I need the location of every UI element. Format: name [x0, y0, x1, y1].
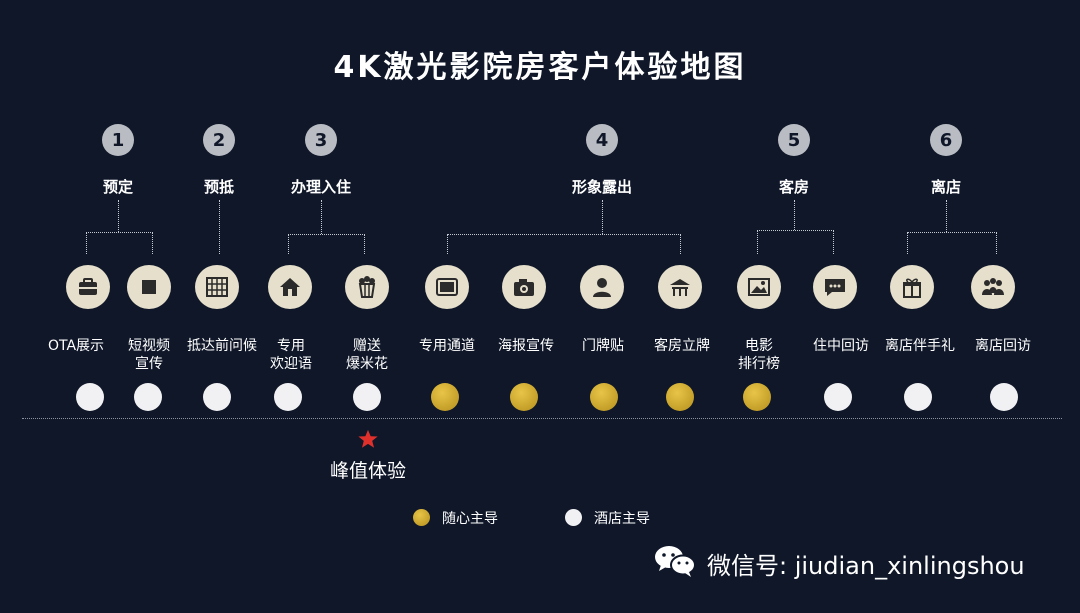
touchpoint-label: 住中回访 — [813, 338, 869, 354]
briefcase-icon — [66, 265, 110, 309]
touchpoint-label: 离店伴手礼 — [885, 338, 955, 354]
connector — [219, 200, 220, 254]
timeline-divider — [22, 418, 1062, 419]
brand-led-dot — [666, 383, 694, 411]
touchpoint-label: 客房立牌 — [654, 338, 710, 354]
touchpoint-label: 赠送 爆米花 — [346, 338, 388, 372]
legend-brand-label: 随心主导 — [442, 511, 498, 527]
touchpoint-label: 电影 排行榜 — [738, 338, 780, 372]
grid-icon — [195, 265, 239, 309]
touchpoint-label: OTA展示 — [47, 338, 105, 354]
touchpoint-label: 海报宣传 — [498, 338, 554, 354]
peak-experience-label: 峰值体验 — [329, 460, 407, 482]
pavilion-icon — [658, 265, 702, 309]
stage-3-label: 办理入住 — [290, 178, 352, 196]
hotel-led-dot — [824, 383, 852, 411]
stage-4-badge: 4 — [586, 124, 618, 156]
gift-icon — [890, 265, 934, 309]
square-icon — [127, 265, 171, 309]
brand-led-dot — [510, 383, 538, 411]
stage-3-badge: 3 — [305, 124, 337, 156]
connector — [321, 200, 322, 234]
stage-6-badge: 6 — [930, 124, 962, 156]
hotel-led-dot — [76, 383, 104, 411]
stage-1-label: 预定 — [102, 178, 134, 196]
group-icon — [971, 265, 1015, 309]
connector — [447, 234, 681, 235]
watermark: 微信号: jiudian_xinlingshou — [653, 544, 1025, 582]
connector — [86, 232, 87, 254]
stage-5-label: 客房 — [778, 178, 810, 196]
connector — [447, 234, 448, 254]
touchpoint-label: 门牌贴 — [582, 338, 624, 354]
connector — [680, 234, 681, 254]
connector — [794, 200, 795, 230]
brand-led-dot — [590, 383, 618, 411]
connector — [907, 232, 908, 254]
popcorn-icon — [345, 265, 389, 309]
touchpoint-label: 抵达前问候 — [187, 338, 257, 354]
stage-6-label: 离店 — [930, 178, 962, 196]
connector — [288, 234, 289, 254]
connector — [288, 234, 365, 235]
hotel-led-dot — [990, 383, 1018, 411]
watermark-text: 微信号: jiudian_xinlingshou — [707, 551, 1025, 580]
legend-hotel-dot — [565, 509, 582, 526]
touchpoint-label: 专用通道 — [419, 338, 475, 354]
connector — [757, 230, 834, 231]
stage-5-badge: 5 — [778, 124, 810, 156]
hotel-led-dot — [274, 383, 302, 411]
page-title: 4K激光影院房客户体验地图 — [333, 50, 747, 85]
stage-1-badge: 1 — [102, 124, 134, 156]
connector — [996, 232, 997, 254]
legend-hotel-label: 酒店主导 — [594, 511, 650, 527]
connector — [757, 230, 758, 254]
brand-led-dot — [431, 383, 459, 411]
hotel-led-dot — [904, 383, 932, 411]
stage-2-label: 预抵 — [203, 178, 235, 196]
touchpoint-label: 离店回访 — [975, 338, 1031, 354]
connector — [833, 230, 834, 254]
chat-icon — [813, 265, 857, 309]
stage-2-badge: 2 — [203, 124, 235, 156]
hotel-led-dot — [203, 383, 231, 411]
hotel-led-dot — [134, 383, 162, 411]
picture-icon — [737, 265, 781, 309]
stage-4-label: 形象露出 — [571, 178, 633, 196]
connector — [907, 232, 997, 233]
camera-icon — [502, 265, 546, 309]
hotel-led-dot — [353, 383, 381, 411]
connector — [946, 200, 947, 232]
connector — [364, 234, 365, 254]
connector — [118, 200, 119, 232]
star-icon — [357, 428, 379, 454]
connector — [86, 232, 153, 233]
connector — [602, 200, 603, 234]
wechat-icon — [653, 544, 697, 582]
film-icon — [425, 265, 469, 309]
touchpoint-label: 短视频 宣传 — [128, 338, 170, 372]
brand-led-dot — [743, 383, 771, 411]
legend-brand-dot — [413, 509, 430, 526]
touchpoint-label: 专用 欢迎语 — [270, 338, 312, 372]
person-icon — [580, 265, 624, 309]
house-icon — [268, 265, 312, 309]
connector — [152, 232, 153, 254]
